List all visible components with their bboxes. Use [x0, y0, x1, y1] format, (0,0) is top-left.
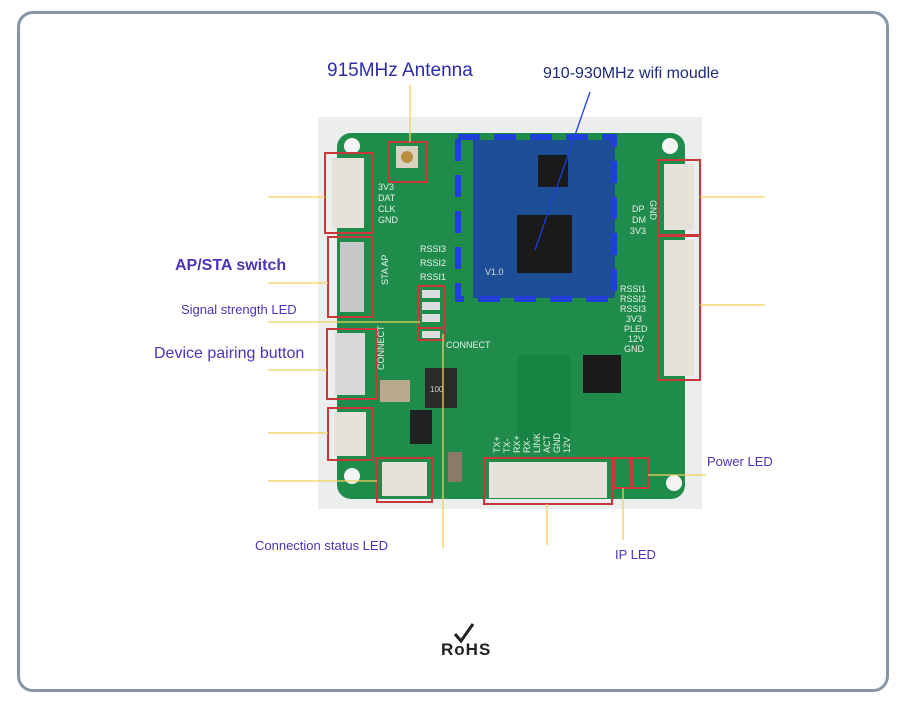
capacitor [380, 380, 410, 402]
silk-connect: CONNECT [446, 340, 491, 350]
right-header-highlight [657, 235, 701, 381]
leader-lines [268, 85, 765, 548]
silk-r-12v: 12V [628, 334, 644, 344]
antenna-highlight [388, 141, 428, 183]
inductor [425, 368, 457, 408]
silk-rssi3: RSSI3 [420, 244, 446, 254]
silk-dp: DP [632, 204, 645, 214]
ap-sta-switch-highlight [327, 236, 373, 318]
right-top-header [664, 164, 694, 230]
module-version: V1.0 [485, 267, 504, 277]
mcu-chip [583, 355, 621, 393]
bottom-header-highlight [483, 457, 613, 505]
silk-dm: DM [632, 215, 646, 225]
silk-clk: CLK [378, 204, 396, 214]
checkmark-icon [453, 623, 475, 644]
connection-led-highlight [417, 327, 445, 341]
silk-dat: DAT [378, 193, 396, 203]
silk-r-pled: PLED [624, 324, 648, 334]
silk-r-3v3: 3V3 [626, 314, 642, 324]
silk-rssi2: RSSI2 [420, 258, 446, 268]
ap-sta-switch [340, 242, 364, 312]
silk-rx-minus: RX- [522, 437, 532, 453]
left-header-highlight [324, 152, 374, 234]
silk-act: ACT [542, 434, 552, 453]
ap-sta-switch-label: AP/STA switch [175, 257, 287, 274]
regulator-chip [410, 410, 432, 444]
silk-r-rssi2: RSSI2 [620, 294, 646, 304]
wifi-module-label: 910-930MHz wifi moudle [543, 65, 720, 82]
rohs-text: RoHS [441, 640, 492, 659]
silk-gnd: GND [378, 215, 399, 225]
antenna-label: 915MHz Antenna [327, 60, 473, 81]
device-pairing-button-label: Device pairing button [154, 345, 305, 362]
silk-rx-plus: RX+ [512, 435, 522, 453]
silk-sta-ap: STA AP [380, 255, 390, 285]
power-led-highlight [631, 457, 649, 489]
silk-rssi1: RSSI1 [420, 272, 446, 282]
bottom-header [489, 462, 607, 498]
image-frame [17, 11, 889, 692]
rohs-logo: RoHS [441, 622, 501, 662]
ip-led-label: IP LED [615, 547, 656, 562]
bottom-left-connector [382, 462, 427, 496]
silk-gnd-bottom: GND [552, 433, 562, 454]
left-header-connector [332, 158, 364, 228]
capacitor-2 [448, 452, 462, 482]
ground-pad [518, 355, 570, 443]
mounting-holes [344, 138, 682, 491]
silk-r-rssi1: RSSI1 [620, 284, 646, 294]
silk-r-gnd: GND [624, 344, 645, 354]
wifi-module-highlight [455, 134, 617, 302]
silk-inductor: 100 [430, 385, 444, 394]
silk-3v3: 3V3 [378, 182, 394, 192]
silk-3v3-right: 3V3 [630, 226, 646, 236]
bottom-left-connector-highlight [376, 457, 433, 503]
module-chip [538, 155, 568, 187]
connection-status-led-label: Connection status LED [255, 538, 388, 553]
ip-led-highlight [613, 457, 631, 489]
wifi-module-leader [534, 91, 591, 251]
pairing-button-highlight [326, 328, 378, 400]
power-connector [334, 412, 366, 456]
silk-link: LINK [532, 433, 542, 453]
silk-connect-side: CONNECT [376, 325, 386, 370]
silk-12v-bottom: 12V [562, 437, 572, 453]
right-header [664, 240, 694, 376]
signal-strength-led-label: Signal strength LED [181, 302, 297, 317]
silk-gnd-right: GND [648, 200, 658, 221]
pairing-button [335, 333, 365, 395]
silk-r-rssi3: RSSI3 [620, 304, 646, 314]
silk-tx-minus: TX- [502, 438, 512, 453]
power-connector-highlight [327, 407, 373, 461]
silk-tx-plus: TX+ [492, 436, 502, 453]
power-led-label: Power LED [707, 454, 773, 469]
